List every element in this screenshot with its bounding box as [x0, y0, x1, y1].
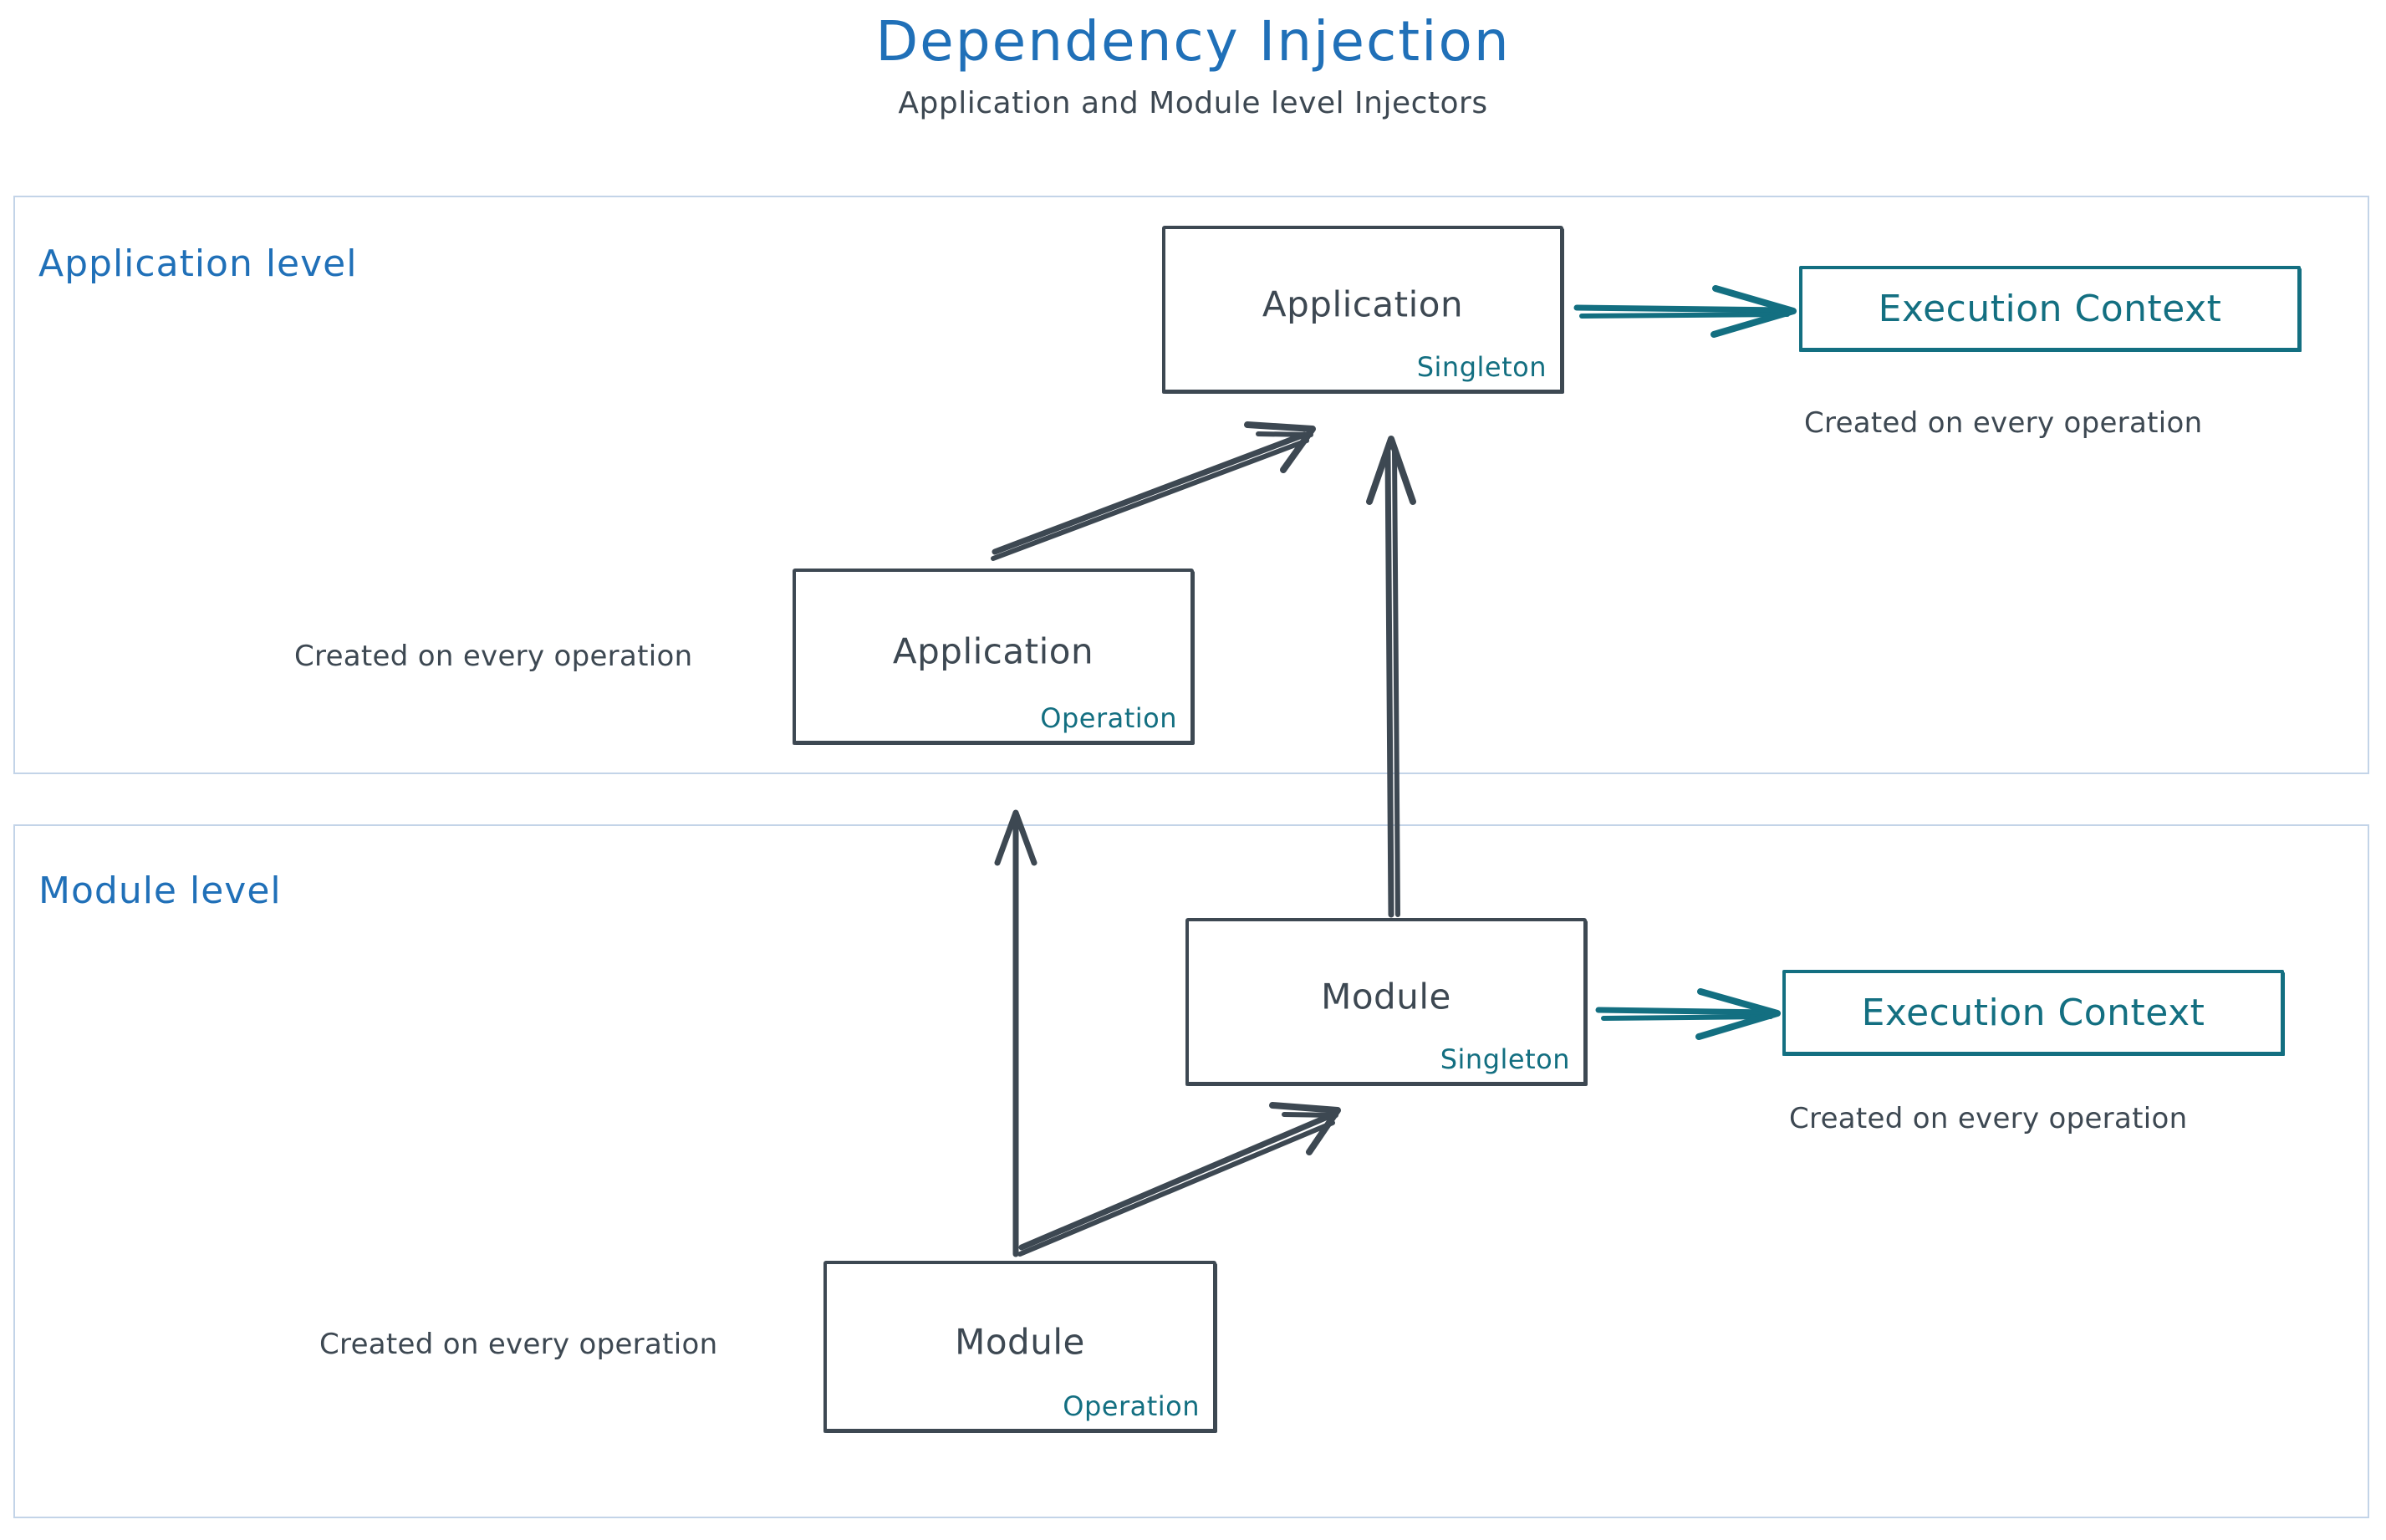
application-level-panel: [13, 196, 2369, 774]
node-scope-badge: Singleton: [1416, 351, 1547, 383]
module-level-label: Module level: [38, 869, 282, 912]
node-scope-badge: Operation: [1040, 702, 1177, 734]
node-title: Module: [1321, 976, 1451, 1017]
execution-context-label: Execution Context: [1878, 287, 2222, 330]
page-title: Dependency Injection: [875, 9, 1511, 74]
node-scope-badge: Operation: [1063, 1390, 1200, 1422]
caption-module-operation: Created on every operation: [319, 1328, 718, 1361]
page-subtitle: Application and Module level Injectors: [898, 85, 1488, 120]
node-module-operation[interactable]: Module Operation: [823, 1261, 1216, 1432]
application-level-label: Application level: [38, 242, 358, 285]
node-application-singleton[interactable]: Application Singleton: [1162, 226, 1563, 393]
execution-context-box-module[interactable]: Execution Context: [1782, 970, 2284, 1055]
module-level-panel: [13, 824, 2369, 1518]
node-module-singleton[interactable]: Module Singleton: [1185, 918, 1587, 1085]
caption-execution-context-application: Created on every operation: [1804, 406, 2203, 440]
header: Dependency Injection Application and Mod…: [0, 0, 2386, 120]
execution-context-label: Execution Context: [1861, 991, 2205, 1034]
execution-context-box-application[interactable]: Execution Context: [1799, 266, 2301, 351]
node-title: Application: [1262, 283, 1464, 325]
caption-application-operation: Created on every operation: [294, 640, 693, 673]
caption-execution-context-module: Created on every operation: [1789, 1102, 2188, 1135]
node-scope-badge: Singleton: [1440, 1043, 1570, 1075]
node-title: Application: [892, 630, 1094, 672]
node-title: Module: [955, 1321, 1085, 1363]
node-application-operation[interactable]: Application Operation: [793, 569, 1194, 744]
